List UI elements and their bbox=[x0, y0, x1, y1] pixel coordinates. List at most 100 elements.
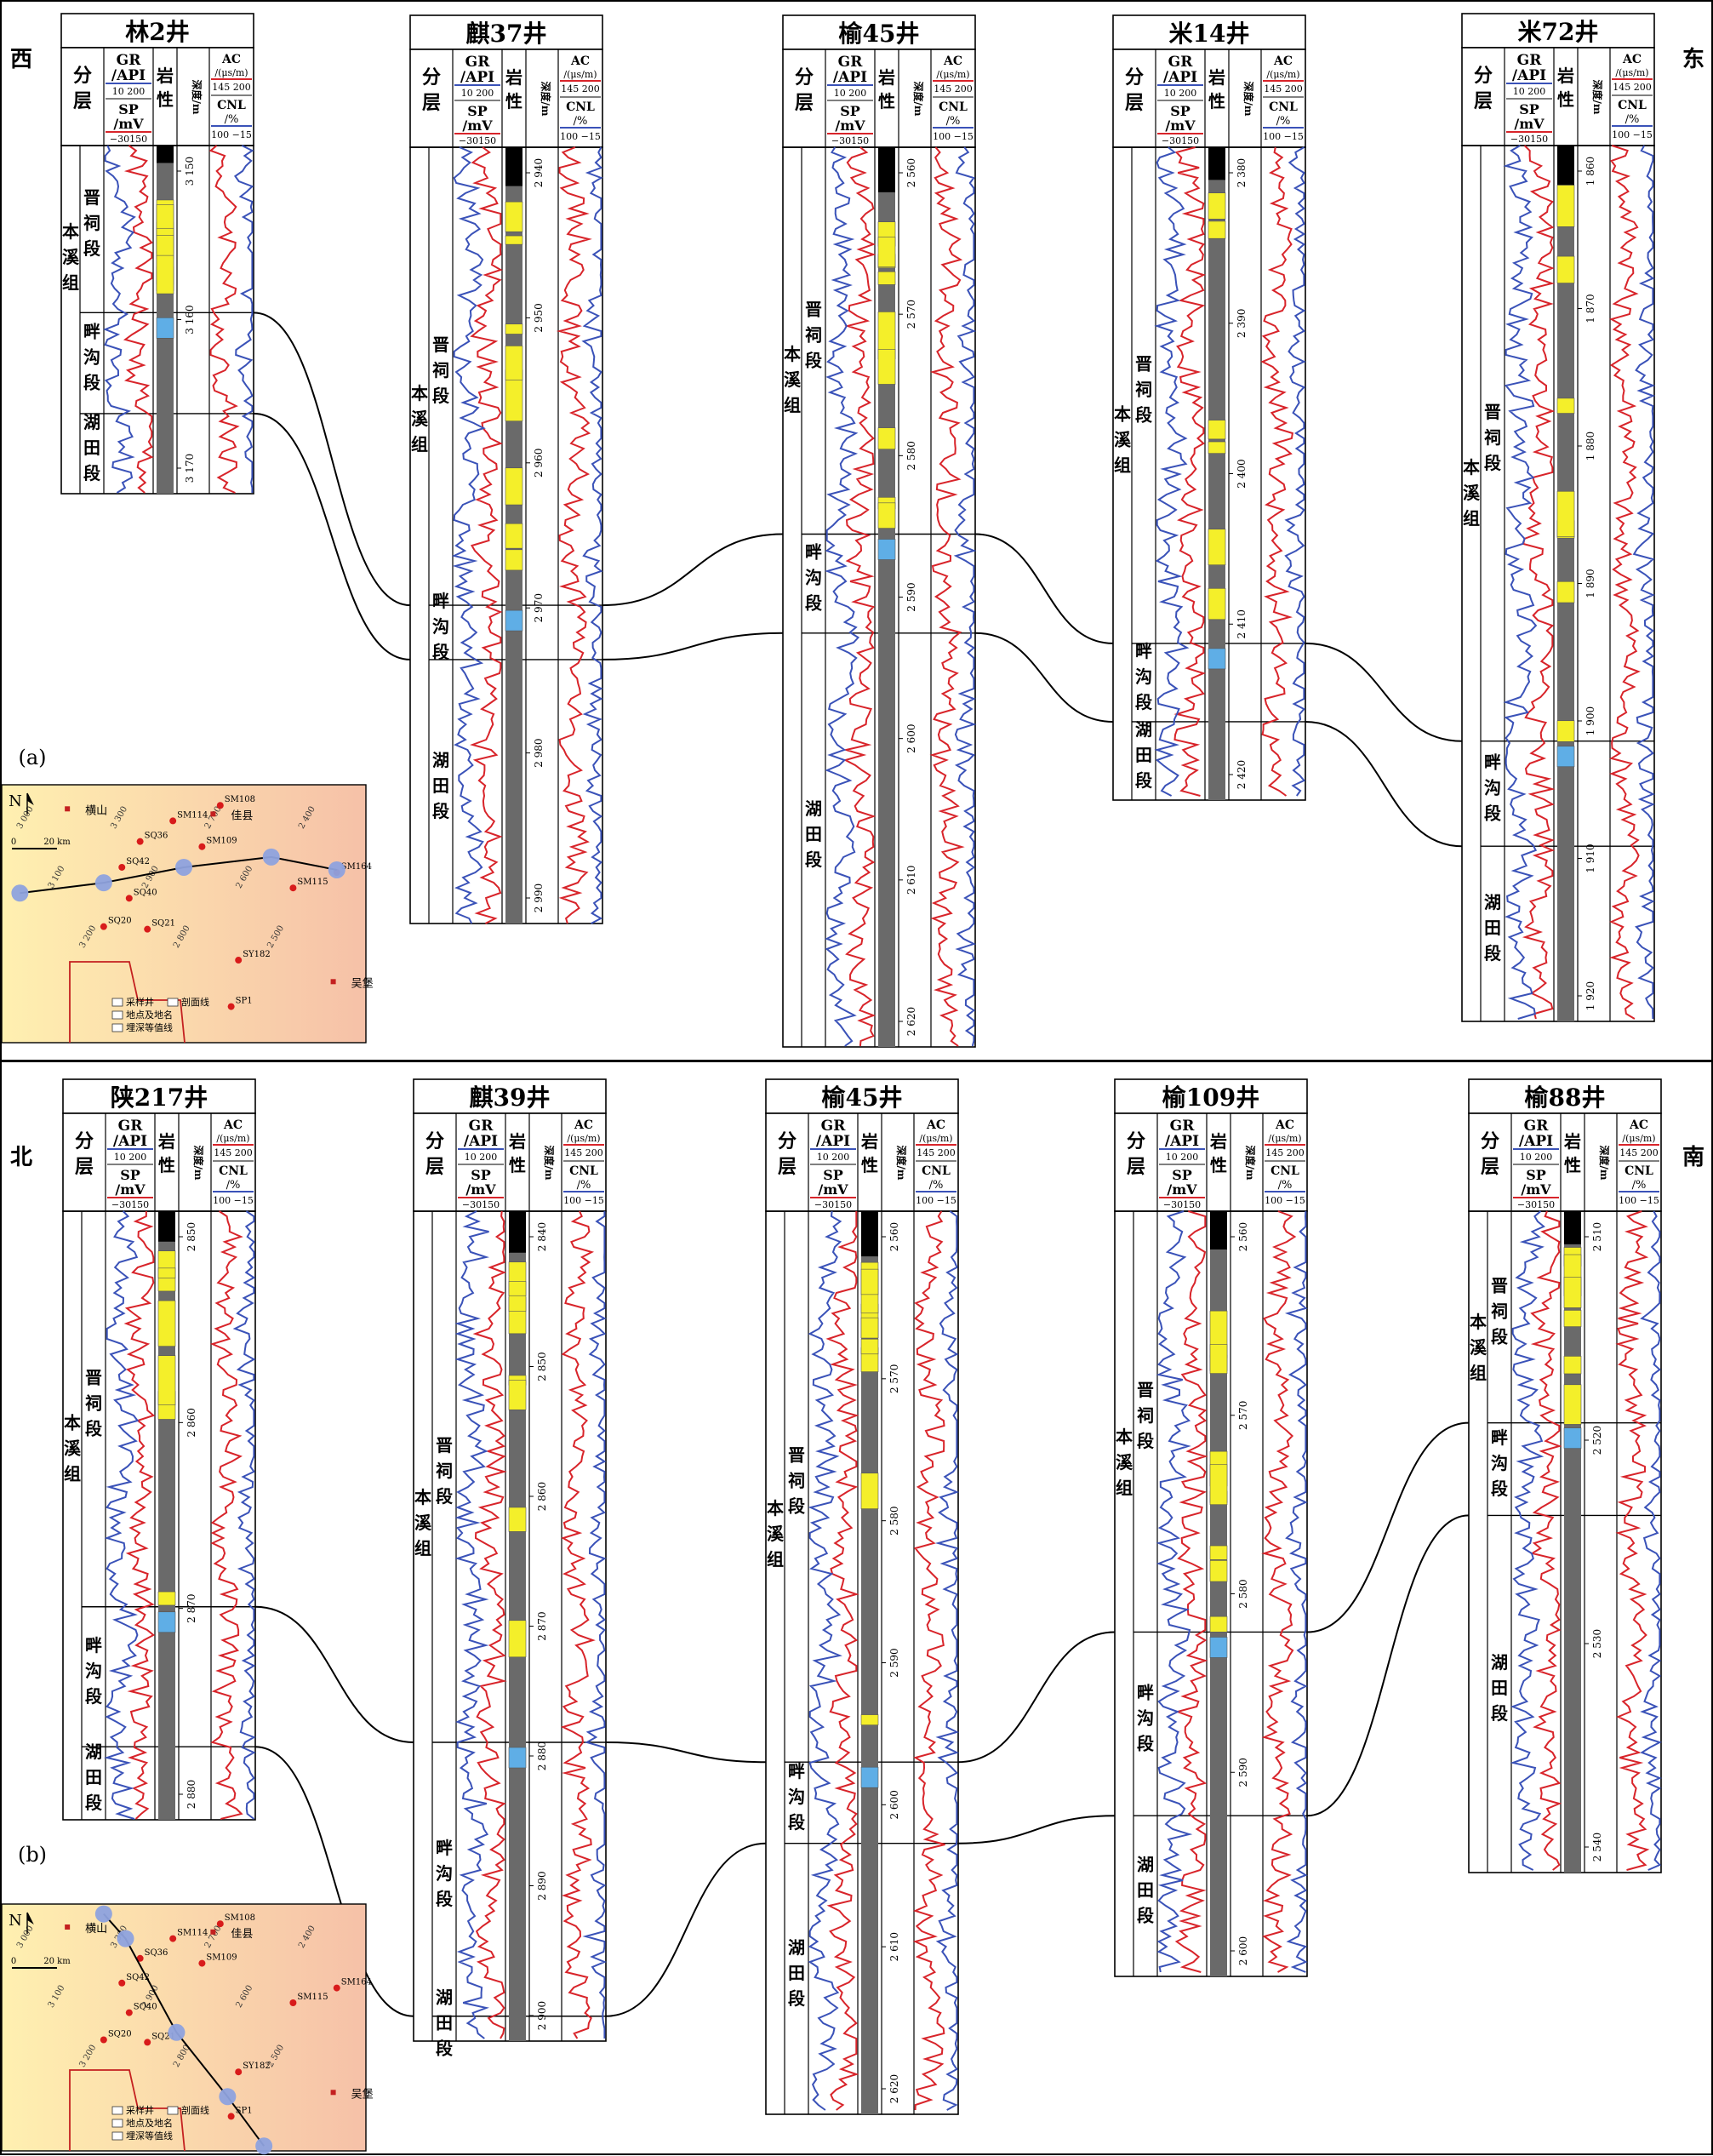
hdr-litho-2: 性 bbox=[505, 91, 522, 112]
hdr-gr: GR bbox=[469, 1118, 494, 1135]
litho-sandstone bbox=[877, 237, 896, 267]
member-label-2-char: 段 bbox=[805, 849, 822, 870]
depth-tick: 1 880 bbox=[1585, 432, 1596, 460]
well-name: 麒37井 bbox=[466, 20, 547, 48]
hdr-ac-unit: /(μs/m) bbox=[1622, 1133, 1655, 1144]
formation-label-char: 本 bbox=[62, 221, 79, 242]
formation-label-char: 组 bbox=[784, 395, 801, 415]
hdr-gr-scale: 10 200 bbox=[112, 86, 146, 97]
hdr-layer-2: 层 bbox=[73, 90, 92, 112]
north-label: N bbox=[9, 792, 22, 810]
sample-well-label: SQ20 bbox=[108, 917, 132, 926]
hdr-gr-unit: /API bbox=[1519, 1133, 1553, 1150]
place-marker bbox=[210, 1929, 216, 1935]
well-header-box bbox=[409, 49, 603, 148]
formation-label-char: 溪 bbox=[62, 247, 80, 267]
gr-curve bbox=[102, 145, 136, 494]
well-title-box bbox=[62, 1078, 256, 1114]
sample-well-dot bbox=[227, 1003, 235, 1010]
formation-label-char: 本 bbox=[767, 1498, 784, 1518]
section-well-marker bbox=[255, 2137, 273, 2155]
hdr-cnl: CNL bbox=[1269, 100, 1298, 114]
sp-curve bbox=[123, 1210, 156, 1820]
hdr-cnl-scale: 100 −15 bbox=[916, 1195, 956, 1206]
gr-curve bbox=[1503, 145, 1538, 1020]
hdr-litho-1: 岩 bbox=[860, 1131, 878, 1152]
litho-sandstone bbox=[1209, 1616, 1228, 1633]
sample-well-dot bbox=[125, 895, 133, 902]
hdr-litho-1: 岩 bbox=[1556, 66, 1574, 86]
formation-label-char: 组 bbox=[1470, 1363, 1487, 1383]
hdr-litho-2: 性 bbox=[1210, 1155, 1227, 1175]
hdr-ac: AC bbox=[223, 1118, 243, 1132]
member-label-0-char: 祠 bbox=[1135, 379, 1152, 399]
member-label-1: 畔沟段 bbox=[83, 322, 100, 393]
sample-well-dot bbox=[235, 2068, 243, 2076]
formation-label-char: 溪 bbox=[414, 1513, 432, 1533]
formation-label: 本溪组 bbox=[1470, 1312, 1487, 1383]
litho-sandstone bbox=[877, 349, 896, 385]
litho-sandstone bbox=[508, 1281, 527, 1296]
hdr-layer-1: 分 bbox=[795, 66, 814, 89]
sample-well-dot bbox=[198, 843, 206, 850]
scale-label: 20 km bbox=[43, 838, 71, 847]
place-name: 吴堡 bbox=[351, 976, 374, 990]
litho-limestone bbox=[156, 317, 174, 339]
well-header-box bbox=[1468, 1112, 1662, 1212]
member-label-0-char: 祠 bbox=[85, 1393, 102, 1413]
panel-b-frame bbox=[0, 1061, 1713, 2155]
member-label-1: 畔沟段 bbox=[1491, 1427, 1508, 1499]
legend-swatch bbox=[111, 1023, 123, 1032]
hdr-cnl-scale: 100 −15 bbox=[1612, 129, 1653, 140]
sample-well-dot bbox=[289, 1999, 297, 2006]
well-1-3: 榆109井分层GR/API10 200SP/mV−30150岩性深度/mAC/(… bbox=[1114, 1078, 1308, 1977]
hdr-cnl: CNL bbox=[217, 99, 246, 112]
hdr-ac-unit: /(μs/m) bbox=[214, 67, 248, 78]
hdr-gr-unit: /API bbox=[1512, 67, 1546, 84]
hdr-cnl-unit: /% bbox=[1632, 1179, 1647, 1192]
well-name: 榆45井 bbox=[839, 20, 920, 48]
sample-well-label: SY182 bbox=[243, 950, 271, 959]
litho-limestone bbox=[860, 1766, 879, 1788]
sample-well-dot bbox=[216, 1920, 224, 1928]
depth-tick: 2 400 bbox=[1236, 459, 1248, 488]
hdr-ac: AC bbox=[1275, 1118, 1294, 1132]
sample-well-label: SP1 bbox=[236, 997, 253, 1006]
formation-label-char: 溪 bbox=[1463, 483, 1481, 503]
depth-tick: 2 900 bbox=[536, 2001, 548, 2030]
hdr-gr-unit: /API bbox=[460, 69, 494, 86]
litho-limestone bbox=[157, 1611, 176, 1633]
depth-tick: 2 580 bbox=[905, 441, 917, 470]
formation-label-char: 本 bbox=[784, 344, 801, 364]
place-marker bbox=[210, 811, 216, 817]
member-label-1-char: 畔 bbox=[1491, 1427, 1508, 1448]
hdr-depth: 深度/m bbox=[192, 1145, 205, 1180]
member-label-2: 湖田段 bbox=[436, 1987, 453, 2058]
litho-sandstone bbox=[877, 271, 896, 285]
hdr-depth: 深度/m bbox=[895, 1145, 908, 1180]
hdr-sp-scale: −30150 bbox=[1517, 1199, 1555, 1210]
member-label-1-char: 段 bbox=[85, 1686, 102, 1707]
sp-curve bbox=[825, 1211, 859, 2111]
member-label-0-char: 祠 bbox=[1491, 1301, 1508, 1321]
hdr-gr-scale: 10 200 bbox=[461, 88, 494, 99]
sample-well-dot bbox=[216, 802, 224, 809]
depth-tick: 2 590 bbox=[888, 1648, 900, 1677]
member-label-1-char: 沟 bbox=[1491, 1453, 1508, 1473]
litho-sandstone bbox=[1556, 490, 1575, 537]
gr-curve bbox=[1154, 146, 1190, 797]
member-label-2-char: 田 bbox=[1484, 918, 1501, 938]
member-label-0-char: 晋 bbox=[1491, 1275, 1508, 1295]
map-boundary bbox=[69, 961, 186, 1044]
litho-sandstone bbox=[1209, 1560, 1228, 1582]
depth-tick: 2 850 bbox=[186, 1222, 197, 1251]
litho-sandstone bbox=[505, 201, 523, 232]
hdr-layer-2: 层 bbox=[795, 92, 814, 114]
hdr-sp-unit: /mV bbox=[1514, 116, 1545, 132]
formation-label: 本溪组 bbox=[1114, 404, 1132, 476]
litho-sandstone bbox=[505, 467, 523, 506]
hdr-sp-scale: −30150 bbox=[1510, 134, 1548, 145]
map-background bbox=[1, 784, 367, 1044]
depth-tick: 2 850 bbox=[536, 1352, 548, 1381]
hdr-layer-2: 层 bbox=[1474, 90, 1493, 112]
